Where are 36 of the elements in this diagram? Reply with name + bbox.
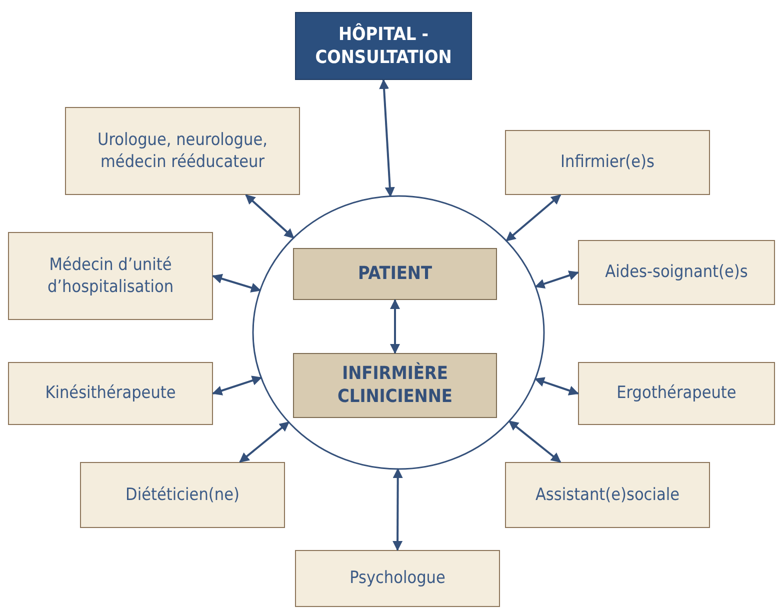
double-arrow — [379, 79, 395, 198]
box-label: Aides-soignant(e)s — [605, 261, 748, 284]
role-box — [8, 232, 213, 320]
double-arrow — [245, 194, 294, 239]
box-label: Ergothérapeute — [616, 382, 736, 405]
role-box — [505, 130, 710, 195]
double-arrow — [212, 274, 262, 292]
role-box — [295, 550, 500, 607]
double-arrow — [534, 270, 579, 289]
role-box — [8, 362, 213, 425]
box-label: HÔPITAL - CONSULTATION — [314, 22, 453, 70]
role-box — [578, 362, 775, 425]
box-label: Diététicien(ne) — [126, 484, 240, 506]
box-label: Assistant(e)sociale — [535, 484, 680, 506]
box-label: INFIRMIÈRE CLINICIENNE — [336, 363, 454, 408]
header-box — [295, 12, 472, 80]
core-box — [293, 353, 497, 418]
role-box — [80, 462, 285, 528]
double-arrow — [392, 468, 403, 551]
role-box — [65, 107, 300, 195]
double-arrow — [508, 420, 562, 463]
double-arrow — [390, 299, 400, 354]
role-box — [505, 462, 710, 528]
double-arrow — [506, 194, 562, 242]
box-label: Médecin d’unité d’hospitalisation — [46, 254, 175, 298]
double-arrow — [212, 376, 262, 396]
box-label: Kinésithérapeute — [45, 382, 176, 405]
box-label: Urologue, neurologue, médecin rééducateur — [96, 128, 268, 174]
role-box — [578, 240, 775, 305]
double-arrow — [239, 421, 290, 463]
box-label: Psychologue — [350, 567, 446, 590]
box-label: PATIENT — [358, 262, 432, 286]
box-label: Infirmier(e)s — [560, 151, 654, 174]
double-arrow — [534, 377, 579, 396]
core-box — [293, 248, 497, 300]
circle-outline — [252, 195, 545, 470]
